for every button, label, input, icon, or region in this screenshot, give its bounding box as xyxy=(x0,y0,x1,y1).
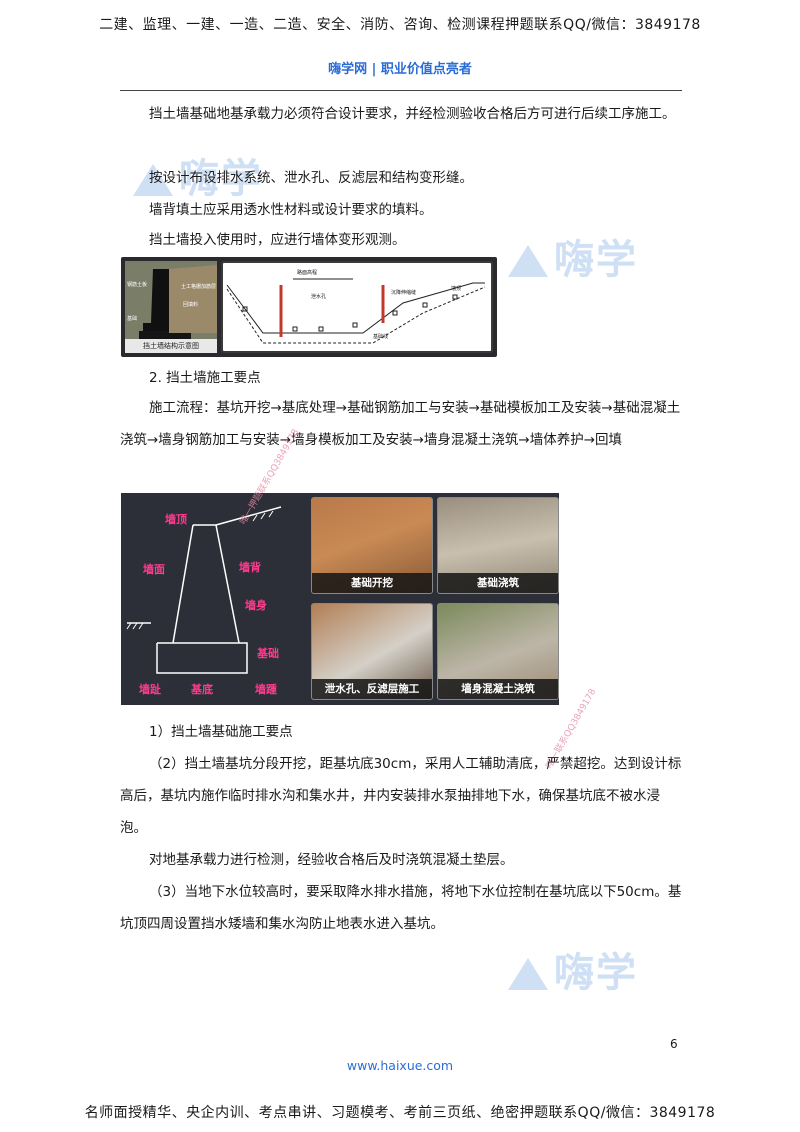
label-wall-back: 墙背 xyxy=(239,561,261,574)
header-divider xyxy=(120,90,682,91)
label-wall-top: 墙顶 xyxy=(165,513,187,526)
retaining-wall-section-drawing xyxy=(125,261,217,353)
label-foundation: 基础 xyxy=(257,647,279,660)
label-wall-body: 墙身 xyxy=(245,599,267,612)
label-wall-top: 墙顶 xyxy=(451,286,462,292)
watermark-triangle-icon xyxy=(508,958,548,990)
label-wall-face: 墙面 xyxy=(143,563,165,576)
photo-foundation-pouring: 基础浇筑 xyxy=(437,497,559,594)
structure-caption: 挡土墙结构示意图 xyxy=(125,339,217,353)
label-left-2: 土工格栅加筋层 xyxy=(181,284,217,290)
label-road-level: 路面高程 xyxy=(297,270,318,276)
label-left-3: 回填料 xyxy=(183,302,199,308)
wall-component-diagram: 墙顶 墙面 墙背 墙身 基础 墙趾 基底 墙踵 xyxy=(121,493,309,705)
label-joint: 沉降伸缩缝 xyxy=(391,290,417,296)
watermark-triangle-icon xyxy=(133,164,173,196)
wall-outline-drawing xyxy=(126,506,282,674)
watermark-logo: 嗨学 xyxy=(133,146,263,204)
photo-caption: 基础浇筑 xyxy=(438,573,558,593)
header-banner: 二建、监理、一建、一造、二造、安全、消防、咨询、检测课程押题联系QQ/微信：38… xyxy=(99,17,701,33)
watermark-logo: 嗨学 xyxy=(508,940,638,998)
paragraph-drainage: 按设计布设排水系统、泄水孔、反滤层和结构变形缝。 xyxy=(149,170,473,186)
photo-weep-hole-filter: 泄水孔、反滤层施工 xyxy=(311,603,433,700)
paragraph-foundation: 挡土墙基础地基承载力必须符合设计要求，并经检测验收合格后方可进行后续工序施工。 xyxy=(149,106,676,122)
construction-flow: 施工流程：基坑开挖→基底处理→基础钢筋加工与安装→基础模板加工及安装→基础混凝土… xyxy=(120,400,681,448)
label-wall-base: 基底 xyxy=(191,683,213,696)
figure-construction-stages: 墙顶 墙面 墙背 墙身 基础 墙趾 基底 墙踵 基础开挖 基础浇筑 泄水孔、反滤… xyxy=(121,493,559,705)
footer-banner: 名师面授精华、央企内训、考点串讲、习题模考、考前三页纸、绝密押题联系QQ/微信：… xyxy=(84,1105,716,1121)
section-heading: 2. 挡土墙施工要点 xyxy=(149,370,261,386)
label-weep-hole: 泄水孔 xyxy=(311,294,327,300)
structure-photo-diagram: 钢筋土板 土工格栅加筋层 回填料 基础 挡土墙结构示意图 xyxy=(125,261,217,353)
section-drawing xyxy=(226,278,486,344)
drainage-section-diagram: 路面高程 泄水孔 沉降伸缩缝 墙顶 基础线 xyxy=(221,261,493,353)
paragraph-bearing-test: 对地基承载力进行检测，经验收合格后及时浇筑混凝土垫层。 xyxy=(149,852,514,868)
photo-wall-concrete: 墙身混凝土浇筑 xyxy=(437,603,559,700)
page-number: 6 xyxy=(670,1037,678,1051)
label-left-1: 钢筋土板 xyxy=(127,282,148,288)
photo-caption: 基础开挖 xyxy=(312,573,432,593)
sub-heading: 1）挡土墙基础施工要点 xyxy=(149,724,293,740)
brand-slogan: 嗨学网 | 职业价值点亮者 xyxy=(328,62,472,77)
site-url-link[interactable]: www.haixue.com xyxy=(346,1058,454,1073)
watermark-logo: 嗨学 xyxy=(508,227,638,285)
label-left-4: 基础 xyxy=(127,316,138,322)
photo-caption: 泄水孔、反滤层施工 xyxy=(312,679,432,699)
label-wall-heel: 墙踵 xyxy=(255,683,277,696)
photo-foundation-excavation: 基础开挖 xyxy=(311,497,433,594)
figure-retaining-wall-structure: 钢筋土板 土工格栅加筋层 回填料 基础 挡土墙结构示意图 路面高程 泄水孔 沉降… xyxy=(121,257,497,357)
label-wall-toe: 墙趾 xyxy=(139,683,161,696)
paragraph-excavation: （2）挡土墙基坑分段开挖，距基坑底30cm，采用人工辅助清底，严禁超挖。达到设计… xyxy=(120,756,682,836)
watermark-triangle-icon xyxy=(508,245,548,277)
paragraph-dewatering: （3）当地下水位较高时，要采取降水排水措施，将地下水位控制在基坑底以下50cm。… xyxy=(120,884,682,932)
paragraph-backfill: 墙背填土应采用透水性材料或设计要求的填料。 xyxy=(149,202,433,218)
paragraph-observation: 挡土墙投入使用时，应进行墙体变形观测。 xyxy=(149,232,406,248)
label-base-line: 基础线 xyxy=(373,334,389,340)
photo-caption: 墙身混凝土浇筑 xyxy=(438,679,558,699)
